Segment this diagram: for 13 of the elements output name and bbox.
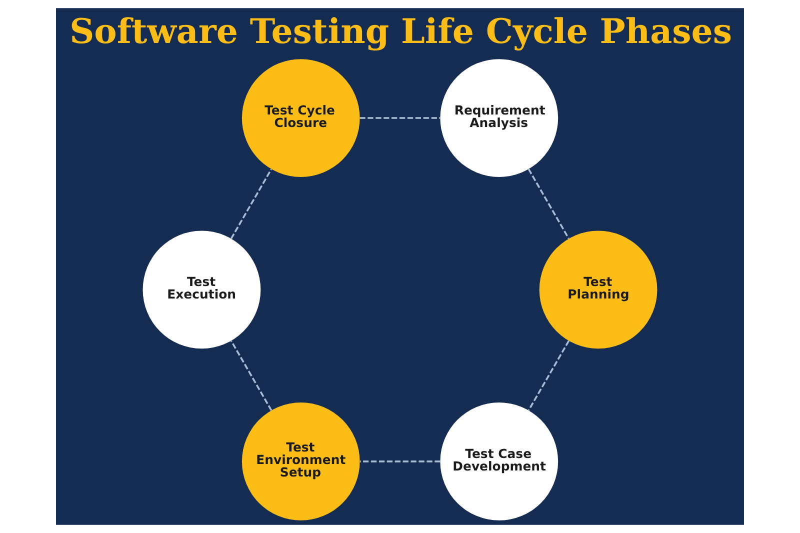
connector xyxy=(230,168,272,240)
node-circle: Test Case Development xyxy=(440,402,558,520)
connector xyxy=(360,117,440,119)
node-circle: Test Environment Setup xyxy=(242,402,360,520)
node-circle: Test Cycle Closure xyxy=(242,59,360,177)
connector xyxy=(528,340,570,411)
node-circle: Requirement Analysis xyxy=(440,59,558,177)
connector xyxy=(360,460,440,462)
connector xyxy=(528,168,570,240)
node-circle: Test Planning xyxy=(539,230,658,349)
diagram-title: Software Testing Life Cycle Phases xyxy=(70,12,732,52)
connector xyxy=(230,340,272,411)
node-circle: Test Execution xyxy=(142,230,261,349)
